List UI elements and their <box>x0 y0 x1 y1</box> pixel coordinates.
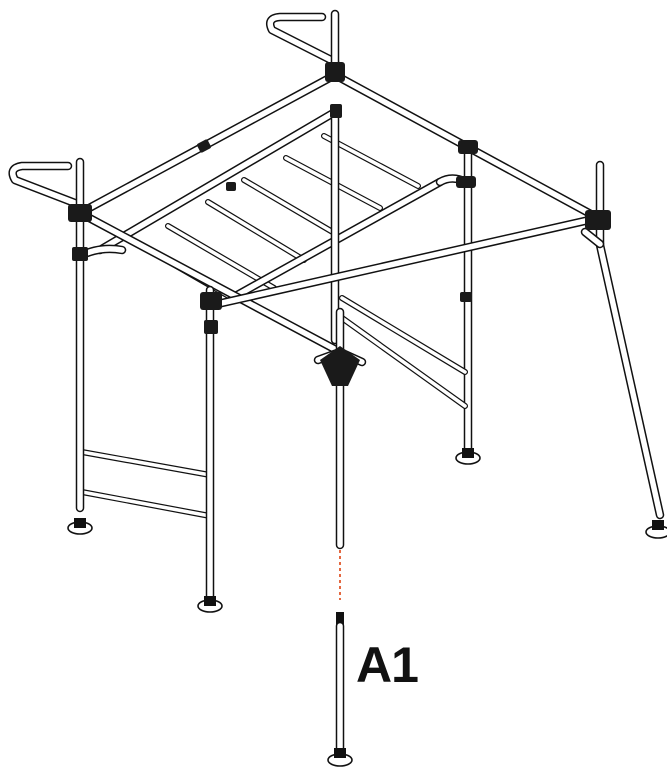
part-a1-post <box>327 612 353 767</box>
side-rungs <box>79 295 468 519</box>
handlebars <box>8 12 340 210</box>
ladder-rails <box>95 107 471 345</box>
connectors <box>68 62 611 386</box>
part-label-a1: A1 <box>356 637 419 693</box>
feet <box>67 448 667 613</box>
